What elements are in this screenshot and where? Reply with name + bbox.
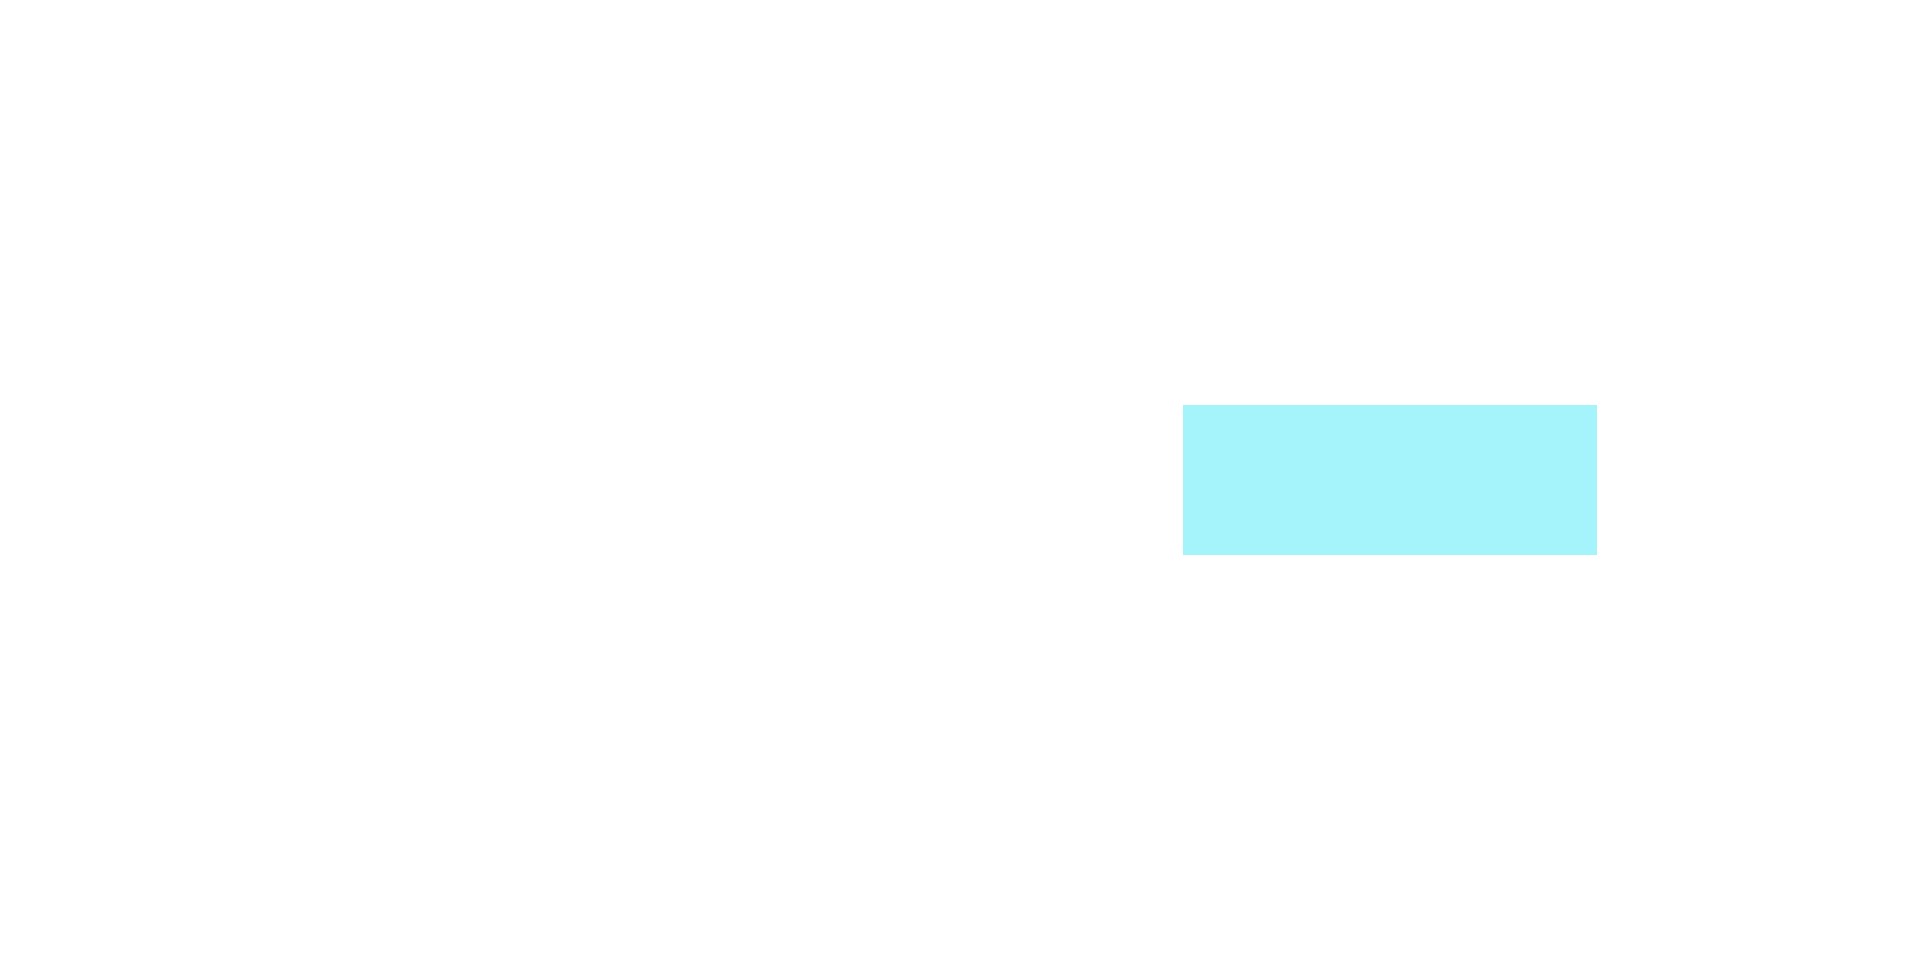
highlight-rectangle (1183, 405, 1597, 555)
